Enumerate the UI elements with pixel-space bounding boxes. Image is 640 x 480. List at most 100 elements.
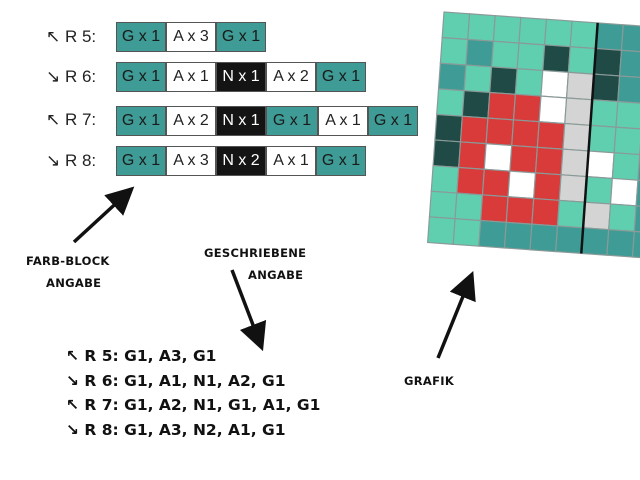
written-line-r7: ↖ R 7: G1, A2, N1, G1, A1, G1: [66, 396, 321, 414]
geschriebene-caption-line2: ANGABE: [248, 268, 304, 282]
grid-cell: [507, 170, 537, 200]
row-7-label: ↖ R 7:: [46, 110, 97, 129]
grid-cell: [536, 121, 566, 150]
grid-cell: [454, 192, 484, 222]
color-block: A x 2: [266, 62, 316, 92]
grid-cell: [480, 194, 509, 223]
grid-cell: [456, 166, 485, 196]
written-line-r6: ↘ R 6: G1, A1, N1, A2, G1: [66, 371, 286, 390]
grid-cell: [542, 44, 571, 73]
grid-cell: [584, 175, 613, 205]
grid-cell: [487, 91, 517, 121]
color-block: G x 1: [116, 22, 166, 52]
grid-cell: [593, 47, 623, 77]
grid-cell: [436, 88, 465, 117]
grid-cell: [483, 143, 513, 172]
farb-block-caption-line2: ANGABE: [46, 276, 102, 290]
geschriebene-caption-line1: GESCHRIEBENE: [204, 246, 307, 260]
grid-cell: [509, 144, 538, 174]
grid-cell: [531, 197, 560, 227]
grid-cell: [467, 13, 496, 42]
grid-cell: [430, 165, 460, 194]
grid-cell: [606, 228, 635, 258]
grid-cell: [432, 139, 462, 169]
grid-cell: [633, 205, 640, 234]
grid-cell: [490, 40, 520, 70]
grid-cell: [481, 168, 511, 198]
grid-cell: [489, 66, 518, 95]
grid-cell: [452, 218, 482, 247]
grafik-arrow: [436, 271, 476, 359]
color-block: G x 1: [266, 106, 318, 136]
grid-cell: [529, 223, 559, 253]
grid-cell: [555, 225, 584, 255]
color-block: G x 1: [316, 62, 366, 92]
grid-cell: [540, 69, 570, 99]
color-block: G x 1: [368, 106, 418, 136]
grid-cell: [595, 22, 624, 51]
grid-cell: [586, 150, 615, 180]
grid-cell: [609, 177, 639, 207]
color-block: A x 1: [318, 106, 368, 136]
color-block: G x 1: [316, 146, 366, 176]
grid-cell: [591, 73, 621, 103]
color-block: G x 1: [116, 146, 166, 176]
grid-cell: [533, 172, 562, 202]
row-8-label: ↘ R 8:: [46, 151, 97, 170]
grid-cell: [631, 230, 640, 260]
color-block: N x 1: [216, 106, 266, 136]
color-block: A x 2: [166, 106, 216, 136]
grid-cell: [637, 153, 640, 183]
grid-cell: [562, 122, 592, 152]
grid-cell: [505, 196, 535, 225]
color-block: A x 3: [166, 22, 216, 52]
color-block: G x 1: [116, 62, 166, 92]
color-block: A x 3: [166, 146, 216, 176]
grid-cell: [608, 203, 637, 233]
grid-cell: [485, 117, 515, 147]
grid-cell: [620, 24, 640, 53]
grid-cell: [459, 115, 489, 145]
grid-cell: [439, 36, 469, 66]
grid-cell: [514, 68, 544, 97]
color-block: A x 1: [166, 62, 216, 92]
color-block: G x 1: [116, 106, 166, 136]
grid-cell: [611, 152, 640, 181]
grid-cell: [503, 221, 533, 251]
color-block: A x 1: [266, 146, 316, 176]
pixel-grid-graphic: [426, 11, 640, 260]
grid-cell: [587, 124, 617, 154]
farb-block-arrow: [72, 186, 135, 244]
grid-cell: [613, 126, 640, 156]
written-instructions: ↖ R 5: G1, A3, G1 ↘ R 6: G1, A1, N1, A2,…: [66, 344, 320, 442]
grid-cell: [635, 179, 640, 209]
color-block: G x 1: [216, 22, 266, 52]
grid-cell: [434, 113, 463, 143]
grid-cell: [558, 174, 588, 203]
written-line-r8: ↘ R 8: G1, A3, N2, A1, G1: [66, 420, 286, 439]
grid-cell: [615, 100, 640, 130]
geschriebene-arrow: [230, 269, 267, 352]
grid-cell: [534, 146, 564, 176]
grid-center-line: [580, 22, 599, 254]
grid-cell: [463, 64, 493, 94]
grid-cell: [516, 42, 546, 72]
grid-cell: [617, 75, 640, 105]
color-block: N x 1: [216, 62, 266, 92]
written-line-r5: ↖ R 5: G1, A3, G1: [66, 347, 217, 365]
grid-cell: [580, 227, 610, 256]
grid-cell: [618, 49, 640, 79]
grid-cell: [511, 119, 540, 148]
grid-cell: [564, 97, 593, 126]
grid-cell: [582, 201, 612, 231]
grid-cell: [565, 71, 595, 101]
grid-cell: [458, 141, 487, 170]
grid-cell: [478, 219, 507, 249]
grid-cell: [556, 199, 586, 229]
grid-cell: [589, 99, 619, 128]
